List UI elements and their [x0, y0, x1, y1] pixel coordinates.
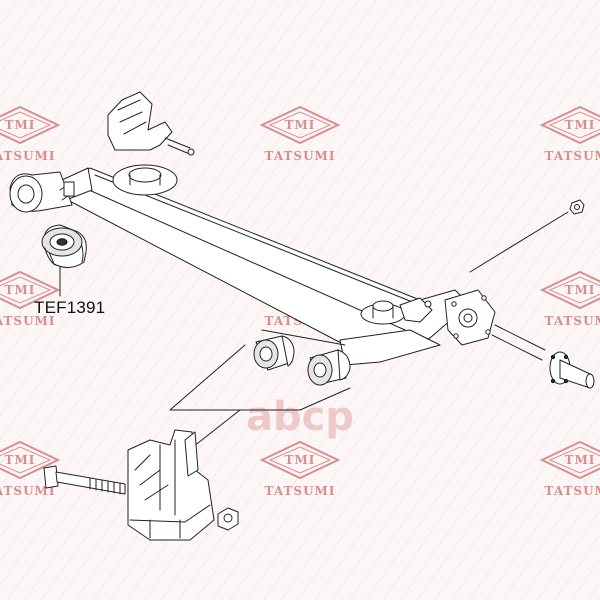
stub-axle	[491, 324, 595, 389]
tmi-watermark-logo: TMI TATSUMI	[539, 440, 600, 498]
tmi-diamond-icon	[539, 440, 600, 480]
tmi-logo-text: TMI	[285, 453, 316, 467]
tmi-inner-diamond-icon	[0, 446, 52, 474]
tmi-diamond-icon	[539, 105, 600, 145]
tmi-watermark-logo: TMI TATSUMI	[259, 440, 341, 498]
tmi-diamond-icon	[0, 270, 61, 310]
tmi-inner-diamond-icon	[268, 111, 332, 139]
tmi-watermark-logo: TMI TATSUMI	[0, 105, 61, 163]
tatsumi-watermark-text: TATSUMI	[545, 314, 600, 328]
highlighted-bushing[interactable]	[41, 224, 87, 268]
left-bush-assembly	[9, 171, 87, 297]
part-number-label: TEF1391	[34, 298, 106, 317]
center-watermark: аbсp	[246, 394, 354, 440]
tatsumi-watermark-text: TATSUMI	[265, 484, 336, 498]
tmi-diamond-icon	[0, 440, 61, 480]
tatsumi-watermark-text: TATSUMI	[545, 484, 600, 498]
tmi-watermark-logo: TMI TATSUMI	[259, 105, 341, 163]
tmi-logo-text: TMI	[565, 118, 596, 132]
tatsumi-watermark-text: TATSUMI	[265, 149, 336, 163]
rear-axle-beam	[59, 91, 496, 366]
tmi-diamond-icon	[259, 440, 341, 480]
tmi-diamond-icon	[539, 270, 600, 310]
tmi-logo-text: TMI	[285, 118, 316, 132]
tmi-logo-text: TMI	[565, 453, 596, 467]
tmi-inner-diamond-icon	[268, 446, 332, 474]
center-bushings	[253, 335, 351, 386]
tmi-diamond-icon	[0, 105, 61, 145]
tmi-inner-diamond-icon	[548, 111, 600, 139]
tmi-watermark-logo: TMI TATSUMI	[539, 105, 600, 163]
leader-lines	[169, 329, 351, 466]
tmi-watermark-logo: TMI TATSUMI	[0, 440, 61, 498]
tmi-watermark-logo: TMI TATSUMI	[0, 270, 61, 328]
tmi-inner-diamond-icon	[0, 276, 52, 304]
tmi-logo-text: TMI	[565, 283, 596, 297]
center-watermark-text: аbсp	[246, 394, 354, 440]
tmi-diamond-icon	[259, 105, 341, 145]
top-right-nut	[469, 199, 585, 273]
mounting-nut	[217, 507, 239, 531]
tmi-logo-text: TMI	[5, 283, 36, 297]
tmi-inner-diamond-icon	[548, 276, 600, 304]
tatsumi-watermark-text: TATSUMI	[545, 149, 600, 163]
tmi-logo-text: TMI	[5, 453, 36, 467]
tmi-watermark-logo: TMI TATSUMI	[539, 270, 600, 328]
tmi-inner-diamond-icon	[548, 446, 600, 474]
tmi-logo-text: TMI	[5, 118, 36, 132]
tatsumi-watermark-text: TATSUMI	[0, 484, 55, 498]
tatsumi-watermark-text: TATSUMI	[0, 314, 55, 328]
tmi-inner-diamond-icon	[0, 111, 52, 139]
mounting-bolt	[43, 465, 126, 495]
tatsumi-watermark-text: TATSUMI	[0, 149, 55, 163]
mounting-bracket	[127, 429, 215, 541]
